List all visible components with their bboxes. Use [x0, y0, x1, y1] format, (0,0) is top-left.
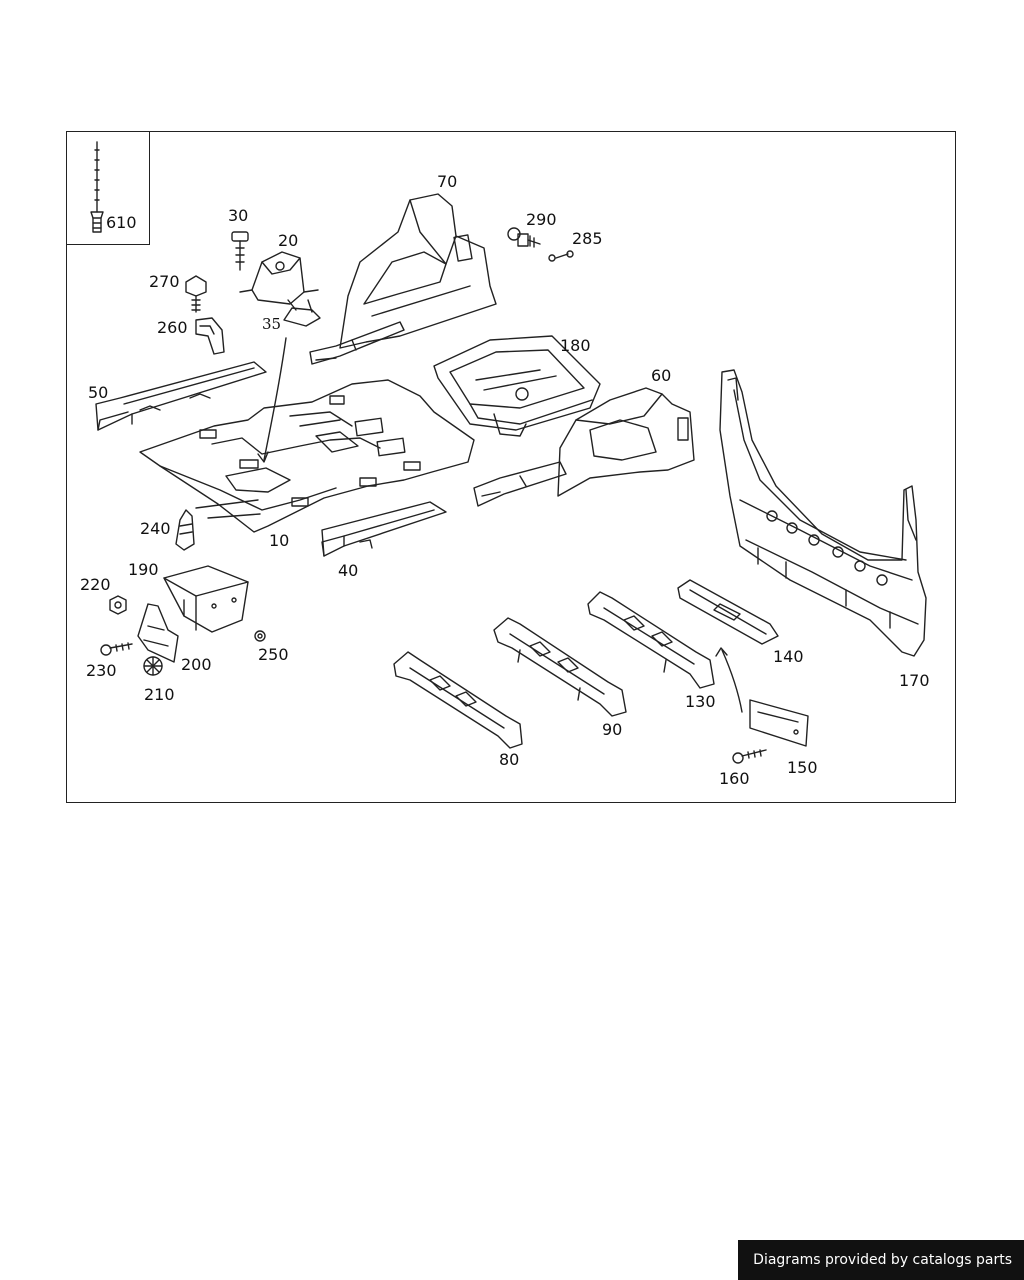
callout-150: 150: [787, 758, 818, 777]
part-80-cross-member: [393, 651, 523, 749]
part-210-grommet: [143, 656, 163, 676]
callout-80: 80: [499, 750, 520, 769]
part-200-bracket: [137, 603, 179, 663]
part-180-spare-wheel-tub: [433, 335, 601, 437]
credit-bar: Diagrams provided by catalogs parts: [738, 1240, 1024, 1280]
arrow-150-to-140: [715, 647, 743, 713]
part-150-plate: [749, 699, 809, 747]
callout-270: 270: [149, 272, 180, 291]
callout-160: 160: [719, 769, 750, 788]
callout-35: 35: [262, 315, 282, 333]
part-220-nut: [109, 595, 127, 615]
callout-90: 90: [602, 720, 623, 739]
callout-210: 210: [144, 685, 175, 704]
callout-260: 260: [157, 318, 188, 337]
callout-70: 70: [437, 172, 458, 191]
callout-290: 290: [526, 210, 557, 229]
part-170-rear-panel: [719, 369, 927, 657]
callout-190: 190: [128, 560, 159, 579]
part-190-box: [163, 565, 249, 633]
part-260-clip: [195, 317, 225, 355]
part-40-sill-rail: [321, 501, 447, 557]
part-70-wheel-arch-rail: [309, 193, 497, 365]
callout-180: 180: [560, 336, 591, 355]
part-140-member: [677, 579, 779, 645]
callout-250: 250: [258, 645, 289, 664]
callout-200: 200: [181, 655, 212, 674]
part-240-clip: [175, 509, 195, 551]
callout-230: 230: [86, 661, 117, 680]
callout-170: 170: [899, 671, 930, 690]
part-90-cross-member: [493, 617, 627, 717]
part-30-bolt: [231, 231, 249, 271]
part-50-side-rail: [95, 361, 267, 431]
parts-diagram-frame: [66, 131, 956, 803]
part-20-bracket: [239, 251, 319, 305]
part-130-cross-member: [587, 591, 715, 689]
callout-130: 130: [685, 692, 716, 711]
callout-20: 20: [278, 231, 299, 250]
part-35-bracket: [257, 299, 321, 463]
part-250-ring: [254, 630, 266, 642]
inset-box-bolt: [66, 131, 150, 245]
callout-50: 50: [88, 383, 109, 402]
callout-240: 240: [140, 519, 171, 538]
callout-610: 610: [106, 213, 137, 232]
credit-text: Diagrams provided by catalogs parts: [753, 1252, 1012, 1268]
part-285-screw: [548, 250, 574, 262]
part-60-wheel-arch: [473, 387, 695, 507]
part-230-screw: [100, 642, 133, 656]
part-610-bolt: [90, 141, 104, 233]
callout-10: 10: [269, 531, 290, 550]
callout-30: 30: [228, 206, 249, 225]
part-160-screw: [732, 749, 767, 764]
callout-285: 285: [572, 229, 603, 248]
part-10-floor-panel: [139, 379, 475, 533]
callout-220: 220: [80, 575, 111, 594]
callout-40: 40: [338, 561, 359, 580]
part-270-bolt: [185, 275, 207, 313]
callout-140: 140: [773, 647, 804, 666]
part-290-bolt: [507, 227, 541, 248]
callout-60: 60: [651, 366, 672, 385]
